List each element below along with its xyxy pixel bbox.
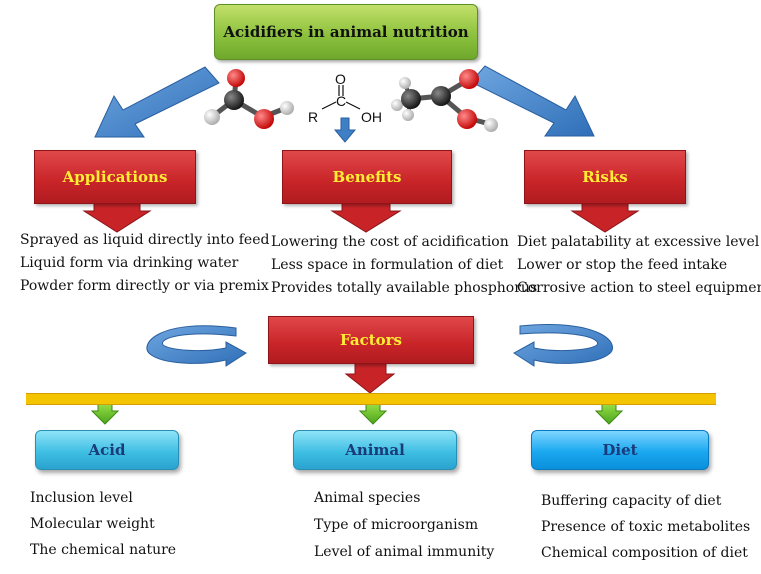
diet-list: Buffering capacity of diet Presence of t… (541, 488, 750, 566)
formula-o: O (335, 71, 346, 87)
list-item: Type of microorganism (314, 517, 479, 533)
applications-label: Applications (62, 168, 168, 186)
formula-c: C (336, 93, 346, 109)
animal-label: Animal (345, 441, 405, 459)
animal-box: Animal (293, 430, 457, 470)
title-label: Acidifiers in animal nutrition (223, 23, 469, 41)
formula-r: R (308, 109, 318, 125)
factors-box: Factors (268, 316, 474, 364)
list-item: Lowering the cost of acidification (271, 234, 509, 250)
list-item: Diet palatability at excessive level (517, 234, 760, 250)
list-item: Molecular weight (30, 516, 155, 532)
risks-arrow-tab (570, 201, 640, 233)
list-item: Less space in formulation of diet (271, 257, 504, 273)
list-item: Liquid form via drinking water (20, 255, 239, 271)
acid-list: Inclusion level Molecular weight The che… (30, 485, 176, 563)
diet-box: Diet (531, 430, 709, 470)
list-item: Corrosive action to steel equipment (517, 280, 761, 296)
risks-box: Risks (524, 150, 686, 204)
animal-list: Animal species Type of microorganism Lev… (314, 485, 494, 566)
arrow-to-applications (94, 66, 220, 138)
circular-arrow-right-icon (513, 324, 613, 367)
formula-oh: OH (361, 109, 382, 125)
acetic-acid-molecule-icon (391, 69, 498, 132)
benefits-list: Lowering the cost of acidification Less … (271, 231, 537, 300)
applications-arrow-tab (82, 201, 152, 233)
list-item: Lower or stop the feed intake (517, 257, 728, 273)
title-box: Acidifiers in animal nutrition (214, 4, 478, 60)
carboxylic-acid-formula: R O C OH (308, 71, 382, 125)
benefits-label: Benefits (332, 168, 402, 186)
risks-label: Risks (582, 168, 628, 186)
diet-label: Diet (602, 441, 638, 459)
factors-down-arrow (344, 361, 396, 394)
formic-acid-molecule-icon (204, 69, 294, 129)
list-item: Chemical composition of diet (541, 545, 748, 561)
list-item: Animal species (314, 490, 421, 506)
circular-arrow-left-icon (146, 325, 247, 367)
green-arrow-acid (90, 402, 120, 425)
list-item: Presence of toxic metabolites (541, 519, 751, 535)
arrow-to-benefits (333, 117, 357, 143)
list-item: Buffering capacity of diet (541, 493, 722, 509)
risks-list: Diet palatability at excessive level Low… (517, 231, 761, 300)
list-item: Provides totally available phosphorus (271, 280, 538, 296)
applications-list: Sprayed as liquid directly into feed Liq… (20, 229, 269, 298)
green-arrow-animal (358, 402, 388, 425)
list-item: Powder form directly or via premix (20, 278, 269, 294)
acid-label: Acid (88, 441, 126, 459)
acid-box: Acid (35, 430, 179, 470)
list-item: Inclusion level (30, 490, 133, 506)
factors-label: Factors (340, 331, 402, 349)
list-item: Level of animal immunity (314, 544, 495, 560)
arrow-to-risks (470, 65, 595, 137)
applications-box: Applications (34, 150, 196, 204)
benefits-box: Benefits (282, 150, 452, 204)
list-item: Sprayed as liquid directly into feed (20, 232, 270, 248)
benefits-arrow-tab (330, 201, 402, 233)
green-arrow-diet (594, 402, 624, 425)
factors-bar (26, 393, 716, 405)
list-item: The chemical nature (30, 542, 177, 558)
